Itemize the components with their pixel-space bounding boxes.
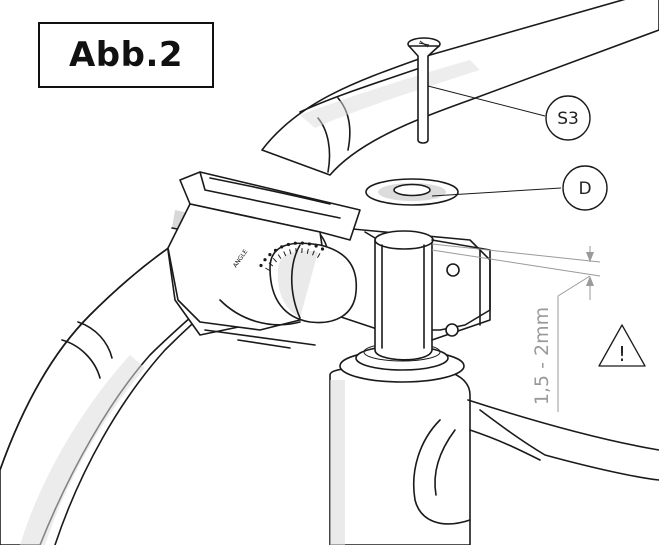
callout-s3: S3 (546, 96, 590, 140)
handlebar-right-arm (262, 0, 659, 175)
warning-exclamation: ! (618, 342, 626, 366)
scale-dot (274, 249, 277, 252)
figure-title: Abb.2 (69, 35, 183, 75)
scale-dot (294, 242, 297, 245)
callout-d-label: D (578, 179, 591, 199)
washer-d (366, 179, 458, 205)
scale-dot (280, 245, 283, 248)
scale-tick (296, 248, 297, 253)
scale-dot (301, 242, 304, 245)
scale-dot (287, 243, 290, 246)
callout-d: D (563, 166, 607, 210)
frame-head-tube (330, 368, 659, 545)
dimension-label: 1,5 - 2mm (531, 307, 553, 405)
callout-s3-label: S3 (557, 109, 579, 129)
warning-symbol: ! (599, 325, 645, 366)
scale-dot (315, 244, 318, 247)
scale-dot (308, 242, 311, 245)
scale-dot (321, 247, 324, 250)
scale-dot (268, 253, 271, 256)
scale-dot (263, 258, 266, 261)
figure-title-box: Abb.2 (38, 22, 214, 88)
scale-dot (259, 264, 262, 267)
